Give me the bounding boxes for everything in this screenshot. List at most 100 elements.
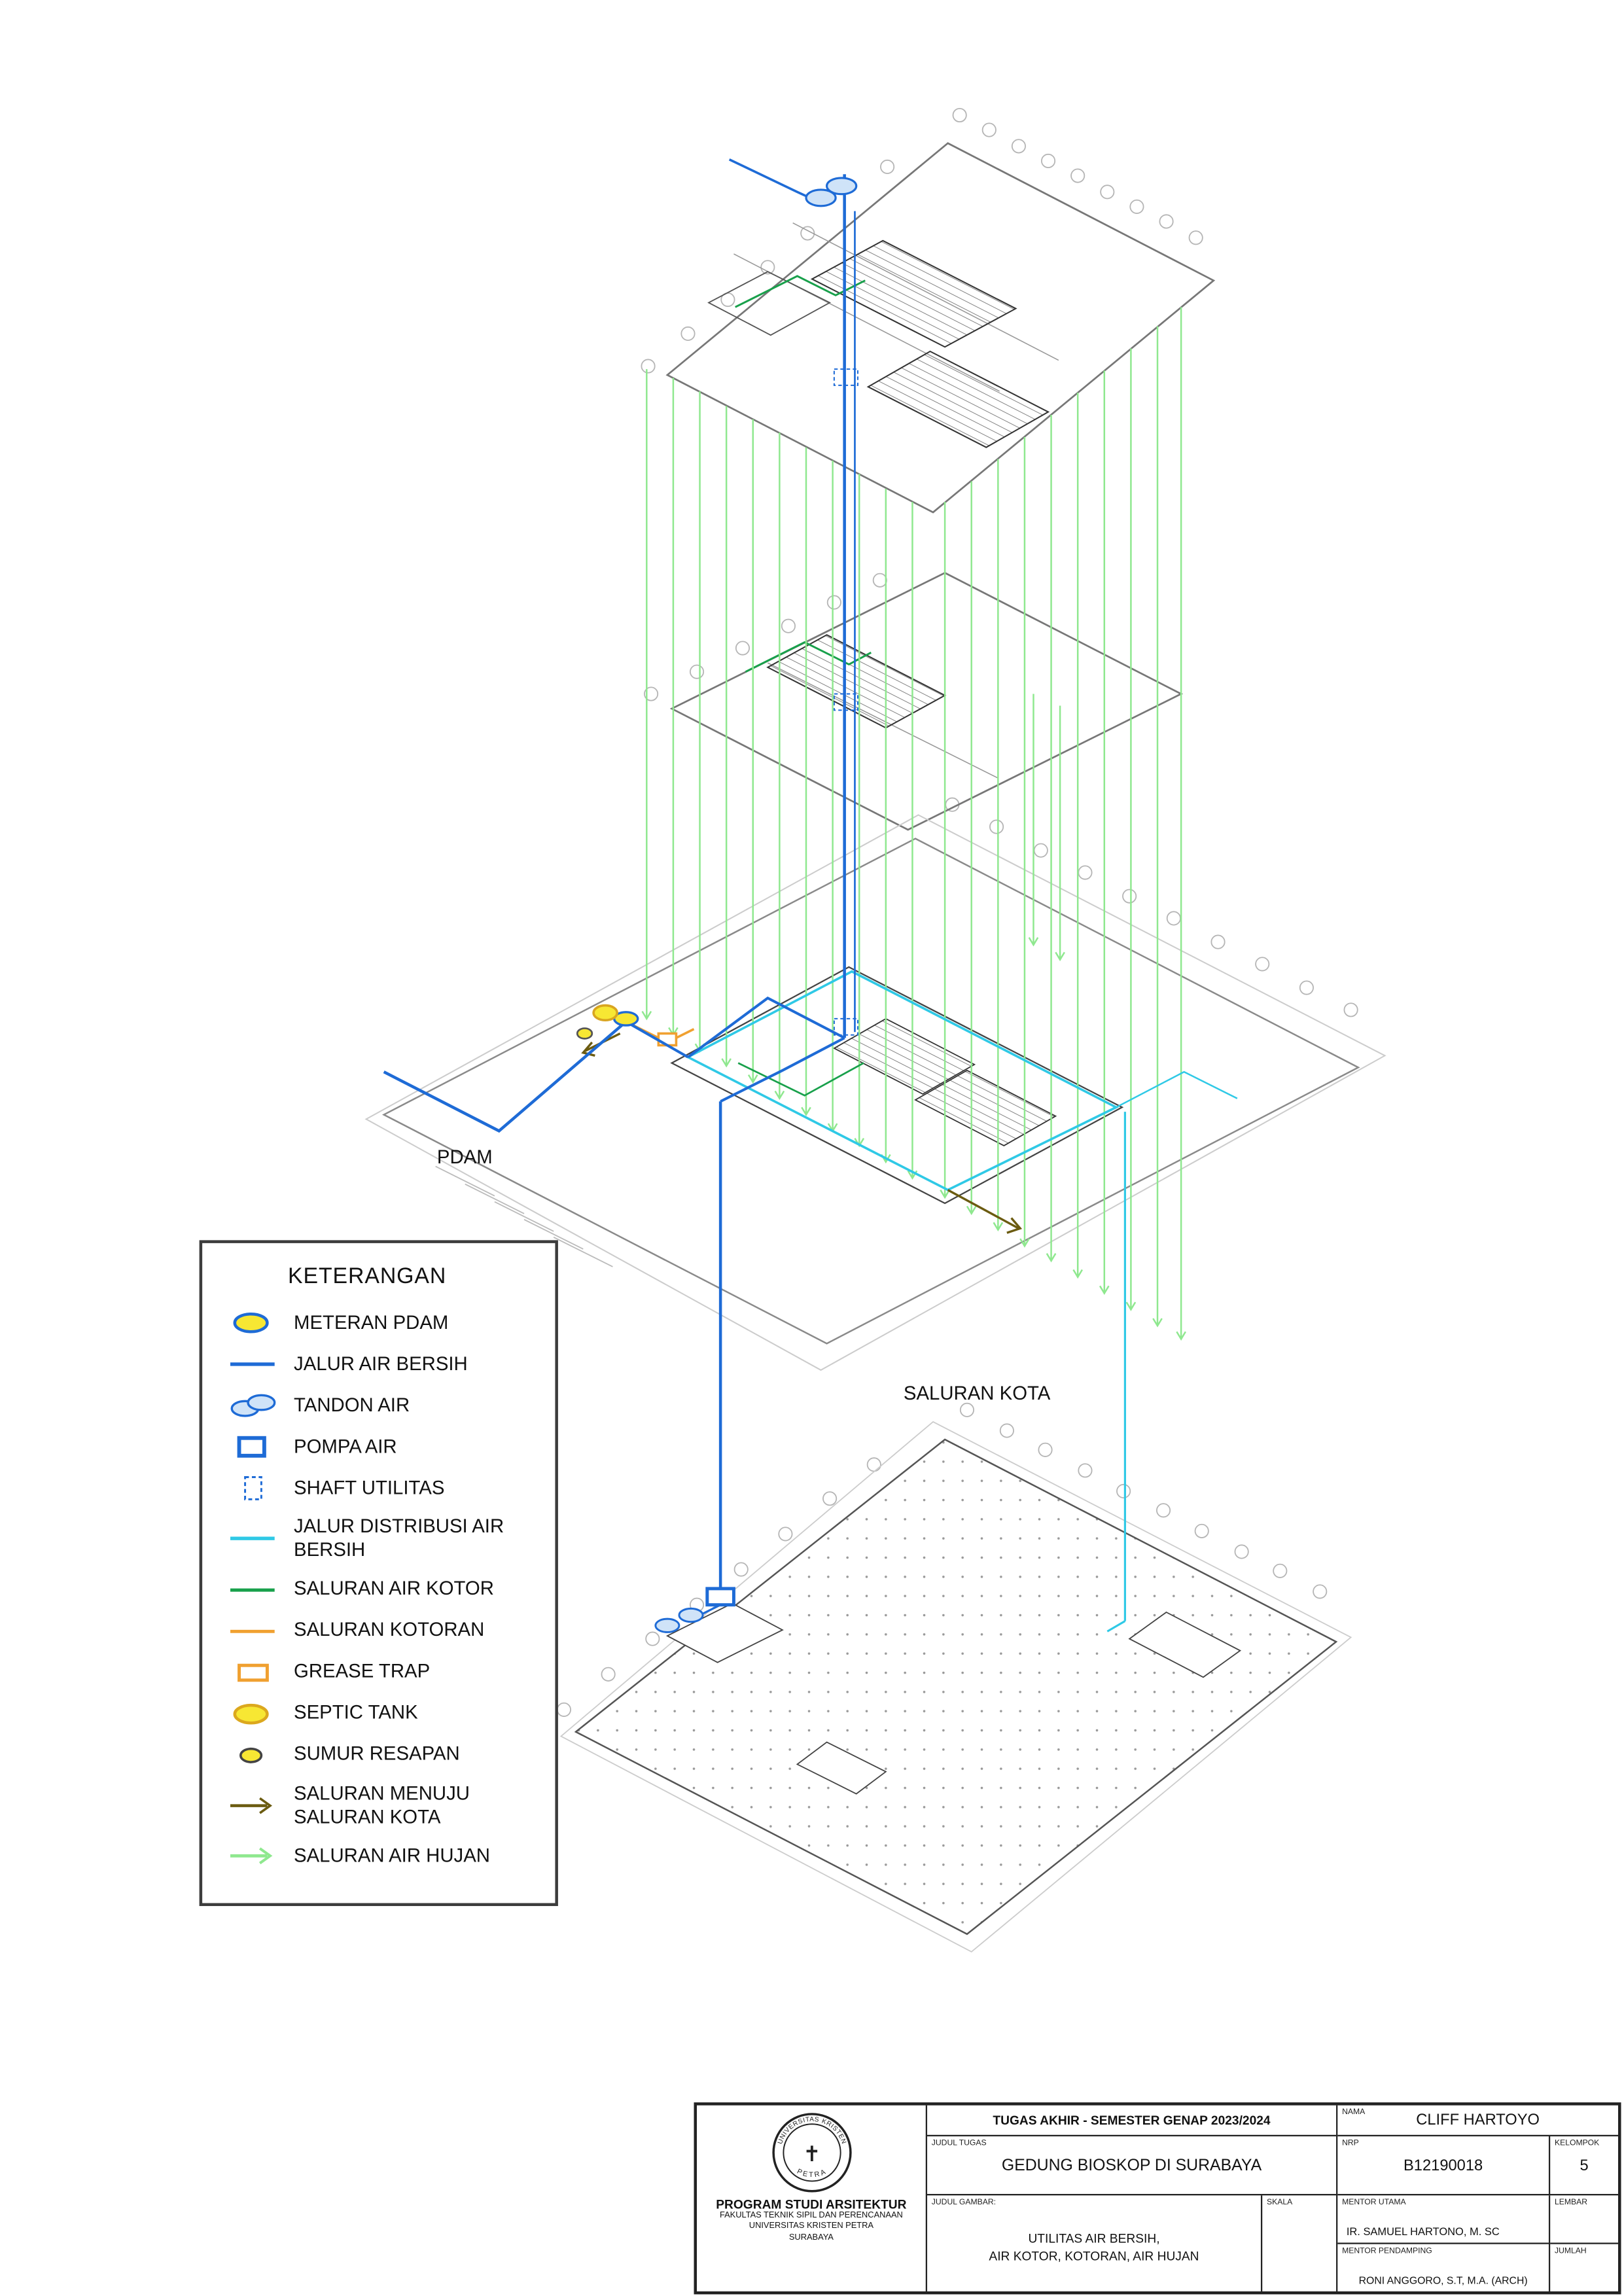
- saluran-air-kotor-site: [737, 1062, 864, 1097]
- nrp-cell: NRP B12190018: [1337, 2136, 1551, 2195]
- legend-label: SHAFT UTILITAS: [294, 1476, 445, 1498]
- meteran-pdam-icon: [233, 1312, 269, 1333]
- mentor-pendamping-value: RONI ANGGORO, S.T, M.A. (ARCH): [1358, 2276, 1528, 2287]
- cinema-hall-upper-1: [810, 239, 1017, 348]
- shaft-utilitas-icon: [244, 1476, 262, 1500]
- judul-gambar-cell: JUDUL GAMBAR: UTILITAS AIR BERSIH, AIR K…: [927, 2195, 1263, 2291]
- kelompok-label: KELOMPOK: [1554, 2138, 1600, 2147]
- legend-label: SALURAN KOTORAN: [294, 1618, 485, 1641]
- title-block-people: NAMA CLIFF HARTOYO NRP B12190018 KELOMPO…: [1337, 2106, 1619, 2291]
- upper-floor-plan: [665, 142, 1216, 514]
- mentor-utama-label: MENTOR UTAMA: [1342, 2197, 1406, 2207]
- saluran-menuju-kota-icon: [230, 1797, 273, 1814]
- axis-bubbles: [556, 107, 1358, 1717]
- judul-gambar-line2: AIR KOTOR, KOTORAN, AIR HUJAN: [989, 2248, 1199, 2264]
- legend-item-tandon-air: TANDON AIR: [226, 1391, 543, 1421]
- jalur-distribusi-air-bersih: [685, 970, 1238, 1633]
- judul-tugas-cell: JUDUL TUGAS GEDUNG BIOSKOP DI SURABAYA: [927, 2136, 1337, 2196]
- skala-label: SKALA: [1266, 2197, 1293, 2207]
- judul-tugas-label: JUDUL TUGAS: [931, 2138, 987, 2147]
- septic-tank-symbol-plan: [592, 1004, 618, 1021]
- cinema-hall-middle: [766, 634, 947, 729]
- legend-label: TANDON AIR: [294, 1393, 410, 1416]
- lembar-label: LEMBAR: [1554, 2197, 1588, 2207]
- legend-label: SEPTIC TANK: [294, 1701, 418, 1724]
- legend-label: SUMUR RESAPAN: [294, 1742, 460, 1765]
- pdam-supply-line: [383, 1020, 627, 1133]
- septic-tank-icon: [233, 1703, 269, 1724]
- saluran-air-hujan-icon: [230, 1847, 273, 1865]
- saluran-kota-label: SALURAN KOTA: [903, 1381, 1051, 1404]
- cross-icon: ✝: [802, 2142, 820, 2166]
- legend-item-pompa-air: POMPA AIR: [226, 1432, 543, 1462]
- legend-box: KETERANGAN METERAN PDAM JALUR AIR BERSIH…: [199, 1240, 558, 1907]
- nrp-value: B12190018: [1403, 2156, 1483, 2174]
- legend-label: JALUR DISTRIBUSI AIR BERSIH: [294, 1515, 504, 1561]
- skala-cell: SKALA: [1262, 2195, 1336, 2291]
- pompa-air-icon: [237, 1436, 266, 1458]
- legend-item-septic-tank: SEPTIC TANK: [226, 1699, 543, 1728]
- svg-text:UNIVERSITAS KRISTEN: UNIVERSITAS KRISTEN: [776, 2116, 847, 2146]
- saluran-menuju-saluran-kota-lines: [581, 1032, 1023, 1234]
- legend-item-saluran-air-hujan: SALURAN AIR HUJAN: [226, 1841, 543, 1871]
- legend-item-meteran-pdam: METERAN PDAM: [226, 1308, 543, 1337]
- legend-label: METERAN PDAM: [294, 1311, 449, 1333]
- mentor-pendamping-label: MENTOR PENDAMPING: [1342, 2246, 1432, 2255]
- saluran-kotoran-icon: [230, 1629, 275, 1633]
- mentor-utama-value: IR. SAMUEL HARTONO, M. SC: [1346, 2225, 1500, 2238]
- pdam-label: PDAM: [436, 1145, 493, 1168]
- faculty-line1: FAKULTAS TEKNIK SIPIL DAN PERENCANAAN: [719, 2212, 903, 2221]
- nama-cell: NAMA CLIFF HARTOYO: [1337, 2106, 1619, 2137]
- svg-text:PETRA: PETRA: [795, 2168, 828, 2179]
- mentor-pendamping-cell: MENTOR PENDAMPING RONI ANGGORO, S.T, M.A…: [1337, 2244, 1549, 2291]
- pompa-air-basement: [654, 1587, 735, 1633]
- kelompok-cell: KELOMPOK 5: [1550, 2136, 1618, 2194]
- petra-logo: UNIVERSITAS KRISTEN PETRA ✝: [771, 2113, 851, 2193]
- legend-label: SALURAN MENUJU SALURAN KOTA: [294, 1781, 470, 1828]
- faculty-line2: UNIVERSITAS KRISTEN PETRA: [749, 2222, 874, 2232]
- basement-plan: [559, 1421, 1352, 1953]
- legend-item-saluran-kotoran: SALURAN KOTORAN: [226, 1616, 543, 1646]
- legend-item-grease-trap: GREASE TRAP: [226, 1657, 543, 1687]
- jumlah-label: JUMLAH: [1554, 2246, 1587, 2255]
- legend-label: GREASE TRAP: [294, 1660, 431, 1682]
- legend-label: POMPA AIR: [294, 1434, 397, 1457]
- jalur-air-bersih-icon: [230, 1362, 275, 1366]
- title-block-institution: UNIVERSITAS KRISTEN PETRA ✝ PROGRAM STUD…: [697, 2105, 928, 2291]
- legend-item-saluran-air-kotor: SALURAN AIR KOTOR: [226, 1574, 543, 1604]
- jalur-distribusi-icon: [230, 1537, 275, 1541]
- legend-item-shaft-utilitas: SHAFT UTILITAS: [226, 1474, 543, 1503]
- legend-title: KETERANGAN: [287, 1263, 447, 1289]
- grease-trap-icon: [238, 1663, 269, 1682]
- tandon-air-roof: [805, 177, 858, 207]
- parking-strokes: [435, 1165, 613, 1267]
- judul-gambar-line1: UTILITAS AIR BERSIH,: [1028, 2231, 1160, 2246]
- legend-item-saluran-menuju-kota: SALURAN MENUJU SALURAN KOTA: [226, 1781, 543, 1829]
- nama-label: NAMA: [1342, 2108, 1366, 2117]
- site-plan: [364, 814, 1386, 1371]
- faculty-line3: SURABAYA: [788, 2233, 834, 2243]
- project-header: TUGAS AKHIR - SEMESTER GENAP 2023/2024: [927, 2106, 1337, 2137]
- judul-tugas-value: GEDUNG BIOSKOP DI SURABAYA: [1001, 2156, 1262, 2174]
- tandon-air-icon: [230, 1394, 276, 1417]
- legend-label: SALURAN AIR HUJAN: [294, 1843, 490, 1866]
- title-block-project: TUGAS AKHIR - SEMESTER GENAP 2023/2024 J…: [927, 2105, 1338, 2291]
- legend-item-sumur-resapan: SUMUR RESAPAN: [226, 1740, 543, 1769]
- title-block: UNIVERSITAS KRISTEN PETRA ✝ PROGRAM STUD…: [694, 2102, 1621, 2295]
- jumlah-cell: JUMLAH: [1550, 2244, 1618, 2291]
- cinema-hall-upper-2: [866, 350, 1050, 448]
- legend-label: JALUR AIR BERSIH: [294, 1352, 468, 1375]
- jalur-air-bersih-group: [383, 158, 856, 1619]
- sumur-resapan-icon: [239, 1746, 263, 1763]
- saluran-air-kotor-upper: [735, 275, 866, 308]
- legend-item-jalur-distribusi: JALUR DISTRIBUSI AIR BERSIH: [226, 1515, 543, 1563]
- saluran-air-hujan-lines: [641, 307, 1186, 1341]
- legend-label: SALURAN AIR KOTOR: [294, 1577, 494, 1600]
- mentor-utama-cell: MENTOR UTAMA IR. SAMUEL HARTONO, M. SC: [1337, 2195, 1549, 2244]
- nama-value: CLIFF HARTOYO: [1416, 2111, 1540, 2129]
- lembar-cell: LEMBAR: [1550, 2195, 1619, 2244]
- judul-gambar-label: JUDUL GAMBAR:: [931, 2197, 997, 2207]
- nrp-label: NRP: [1342, 2138, 1359, 2147]
